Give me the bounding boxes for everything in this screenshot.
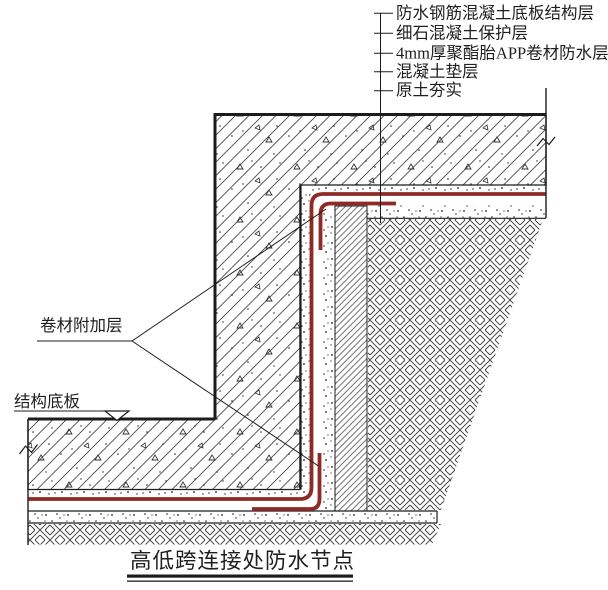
- left-cut-edge: [19, 419, 38, 545]
- brick-protection-wall: [334, 205, 368, 512]
- upper-cushion-layer: [367, 205, 546, 218]
- callout-membrane-additional: 卷材附加层: [40, 316, 123, 335]
- lower-cushion-edges: [28, 510, 438, 524]
- layer-label-soil: 原土夯实: [396, 81, 462, 100]
- layer-label-protective: 细石混凝土保护层: [396, 24, 528, 43]
- compacted-soil-upper-region: [368, 219, 543, 510]
- app-membrane-line: [28, 192, 546, 501]
- layer-label-membrane: 4mm厚聚酯胎APP卷材防水层: [396, 44, 608, 63]
- additional-layer-leader: [37, 208, 327, 467]
- drawing-title: 高低跨连接处防水节点: [130, 549, 355, 573]
- membrane-additional-layer-bottom: [252, 453, 322, 511]
- layer-labels: 防水钢筋混凝土底板结构层 细石混凝土保护层 4mm厚聚酯胎APP卷材防水层 混凝…: [396, 4, 608, 100]
- drawing-title-block: 高低跨连接处防水节点: [127, 549, 355, 582]
- lower-cushion-layer: [28, 511, 437, 523]
- membrane-additional-layer-top: [318, 201, 396, 250]
- break-mark-left: [19, 444, 38, 455]
- right-cut-edge: [536, 88, 556, 218]
- protective-layer-band: [28, 184, 546, 498]
- compacted-soil-lower-band: [28, 524, 441, 545]
- layer-label-structural: 防水钢筋混凝土底板结构层: [396, 4, 594, 23]
- outer-mortar-band: [322, 212, 335, 511]
- title-underline-thin: [127, 580, 353, 582]
- layer-label-leader: [374, 12, 393, 223]
- break-mark-right: [536, 136, 556, 147]
- level-mark-triangle: [103, 410, 131, 422]
- title-underline-thick: [127, 574, 353, 578]
- callout-structural-slab: 结构底板: [14, 392, 80, 411]
- structural-slab-leader: [14, 410, 131, 422]
- layer-label-cushion: 混凝土垫层: [396, 62, 479, 81]
